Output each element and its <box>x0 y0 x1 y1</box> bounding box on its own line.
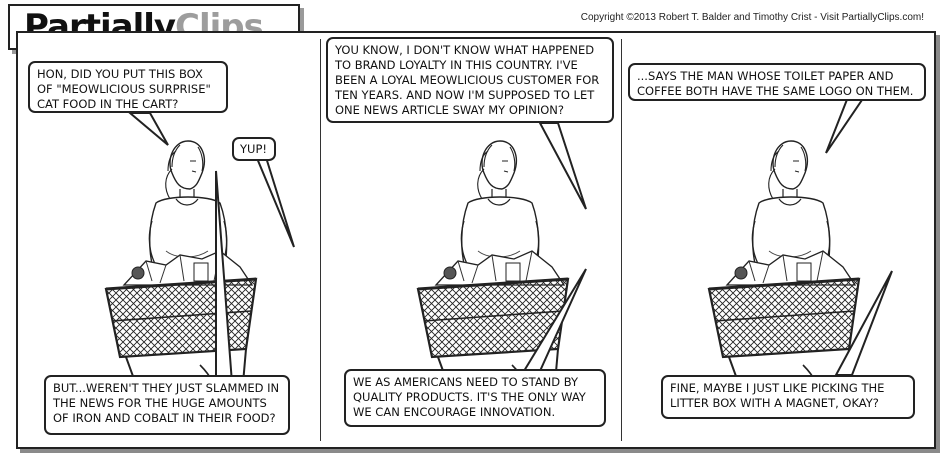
speech-balloon-panel1-reply: YUP! <box>232 137 276 161</box>
speech-balloon-panel2-top: YOU KNOW, I DON'T KNOW WHAT HAPPENED TO … <box>326 37 614 123</box>
comic-artwork <box>104 96 893 415</box>
speech-balloon-panel1-bottom: BUT...WEREN'T THEY JUST SLAMMED IN THE N… <box>44 375 290 435</box>
speech-balloon-panel2-bottom: WE AS AMERICANS NEED TO STAND BY QUALITY… <box>344 369 606 427</box>
panel-divider-1 <box>320 39 321 441</box>
shopper-figure-1 <box>104 139 258 415</box>
copyright-notice: Copyright ©2013 Robert T. Balder and Tim… <box>580 12 924 23</box>
speech-balloon-panel3-bottom: FINE, MAYBE I JUST LIKE PICKING THE LITT… <box>661 375 915 419</box>
speech-balloon-panel1-top: HON, DID YOU PUT THIS BOX OF "MEOWLICIOU… <box>28 61 228 113</box>
shopper-figure-3 <box>707 139 861 415</box>
speech-balloon-panel3-top: ...SAYS THE MAN WHOSE TOILET PAPER AND C… <box>628 63 926 101</box>
comic-strip: HON, DID YOU PUT THIS BOX OF "MEOWLICIOU… <box>16 31 936 449</box>
panel-divider-2 <box>621 39 622 441</box>
